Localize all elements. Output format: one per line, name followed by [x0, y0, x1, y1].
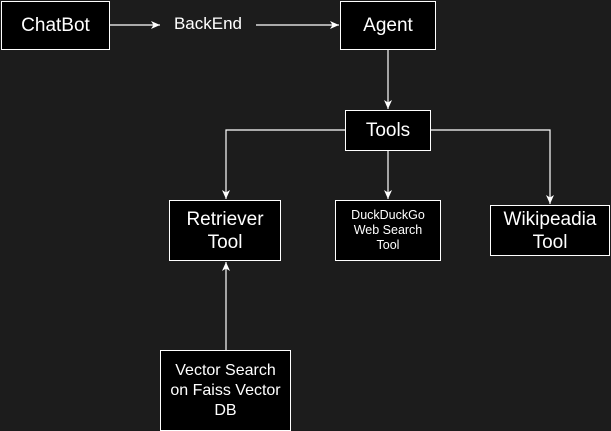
edge-tools-to-wikipedia — [431, 129, 554, 204]
chatbot-node: ChatBot — [1, 1, 110, 50]
retriever-tool-node: Retriever Tool — [169, 200, 281, 261]
backend-label: BackEnd — [173, 14, 243, 33]
edge-tools-to-retriever — [222, 129, 345, 199]
duckduckgo-tool-node: DuckDuckGo Web Search Tool — [335, 200, 441, 261]
wikipedia-tool-node: Wikipeadia Tool — [490, 205, 610, 256]
vector-search-node: Vector Search on Faiss Vector DB — [160, 350, 291, 431]
agent-node: Agent — [340, 1, 436, 50]
tools-node: Tools — [345, 110, 431, 151]
